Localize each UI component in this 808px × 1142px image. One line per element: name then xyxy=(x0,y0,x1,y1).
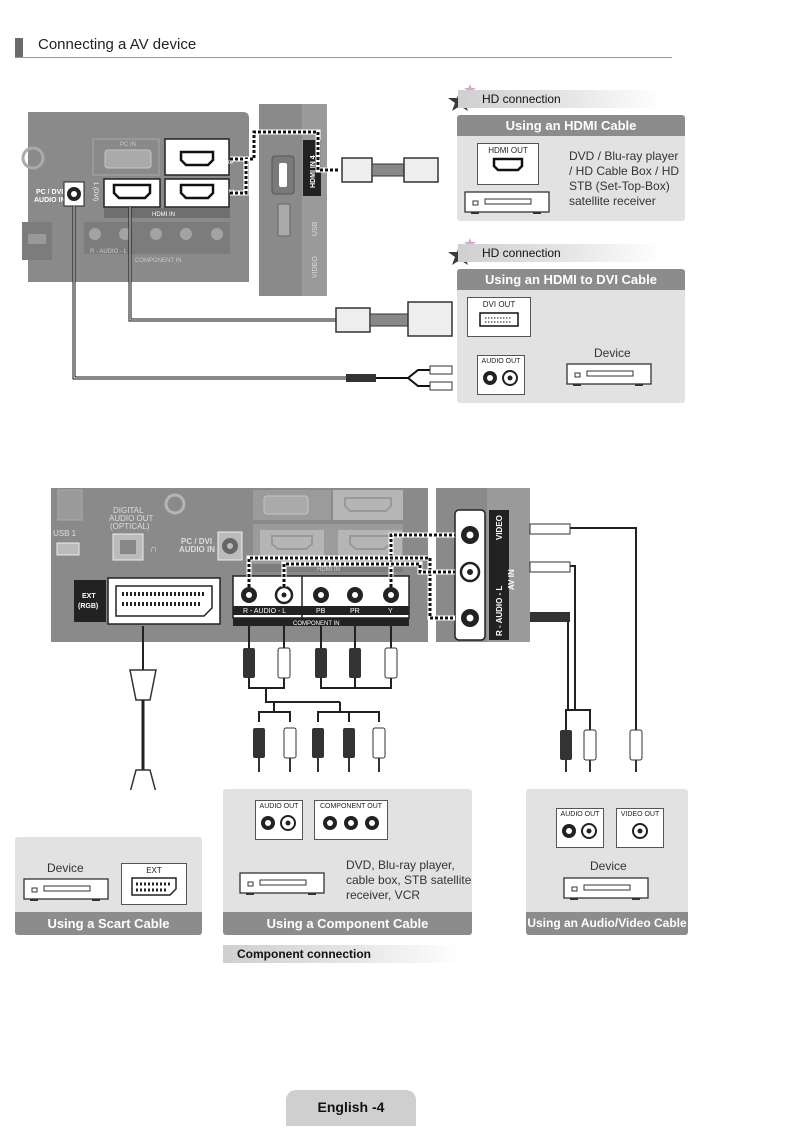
svg-text:PB: PB xyxy=(316,608,326,615)
page-title: Connecting a AV device xyxy=(38,36,197,53)
dvd-player-icon xyxy=(239,872,325,895)
svg-text:USB: USB xyxy=(312,221,319,236)
dvi-plug-icon xyxy=(407,301,453,337)
svg-text:PR: PR xyxy=(350,608,360,615)
hdmi-cable-box-title: Using an HDMI Cable xyxy=(457,115,685,136)
av-device-label: Device xyxy=(590,859,627,873)
svg-text:AUDIO IN: AUDIO IN xyxy=(34,197,66,204)
top-connection-diagram: PC IN HDMI IN 3 2 1 (DVI) PC / DVI AUDIO… xyxy=(21,104,453,391)
component-device-description: DVD, Blu-ray player, cable box, STB sate… xyxy=(346,858,472,902)
rca-jack-icon xyxy=(323,816,379,830)
svg-text:HDMI IN: HDMI IN xyxy=(152,212,175,218)
svg-text:1 (DVI): 1 (DVI) xyxy=(92,182,98,201)
av-cable-box-title: Using an Audio/Video Cable xyxy=(526,912,688,935)
svg-text:VIDEO: VIDEO xyxy=(312,256,319,278)
scart-port-icon xyxy=(131,877,177,896)
rca-jack-icon xyxy=(483,370,518,386)
svg-text:(RGB): (RGB) xyxy=(78,603,98,610)
hdmi-device-description: DVD / Blu-ray player / HD Cable Box / HD… xyxy=(569,149,680,208)
svg-text:USB 1: USB 1 xyxy=(53,529,77,538)
rca-jack-icon xyxy=(261,815,296,831)
av-audio-out-port: AUDIO OUT xyxy=(556,808,604,848)
svg-text:COMPONENT IN: COMPONENT IN xyxy=(293,621,340,627)
svg-text:(OPTICAL): (OPTICAL) xyxy=(110,522,150,531)
hd-connection-ribbon-2: HD connection xyxy=(458,244,662,262)
dvi-out-port: DVI OUT xyxy=(467,297,531,337)
rca-plug-icon xyxy=(429,365,453,375)
rca-jack-icon xyxy=(632,823,648,839)
svg-text:R - AUDIO - L: R - AUDIO - L xyxy=(495,586,504,636)
svg-text:∩: ∩ xyxy=(150,544,157,555)
rca-plug-icon xyxy=(243,647,398,679)
page-footer-language: English -4 xyxy=(286,1090,416,1126)
scart-plug-icon xyxy=(129,669,157,701)
svg-text:EXT: EXT xyxy=(82,593,96,600)
dvd-player-icon xyxy=(464,191,550,214)
ext-port: EXT xyxy=(121,863,187,905)
component-connection-ribbon: Component connection xyxy=(223,945,462,963)
hdmi-port-3 xyxy=(164,138,230,176)
hdmi-port-1-dvi xyxy=(103,178,161,208)
svg-text:PC / DVI: PC / DVI xyxy=(181,537,212,546)
svg-text:DIGITAL: DIGITAL xyxy=(113,506,144,515)
svg-text:Y: Y xyxy=(388,608,393,615)
svg-text:R - AUDIO - L: R - AUDIO - L xyxy=(243,608,286,615)
hd-connection-ribbon-1: HD connection xyxy=(458,90,662,108)
hdmi-out-port: HDMI OUT xyxy=(477,143,539,185)
component-cable-box-title: Using a Component Cable xyxy=(223,912,472,935)
svg-text:HDMI IN: HDMI IN xyxy=(317,567,340,573)
rca-jack-icon xyxy=(562,823,597,839)
hdmi-dvi-cable-box-title: Using an HDMI to DVI Cable xyxy=(457,269,685,290)
dvd-player-icon xyxy=(563,877,649,900)
svg-text:PC / DVI: PC / DVI xyxy=(36,189,63,196)
svg-text:AUDIO IN: AUDIO IN xyxy=(179,545,215,554)
svg-text:VIDEO: VIDEO xyxy=(495,515,504,540)
hdmi-in4-label: HDMI IN 4 xyxy=(310,155,317,188)
scart-device-label: Device xyxy=(47,861,84,875)
hdmi-plug-icon xyxy=(341,157,373,183)
bottom-connection-diagram: USB 1 DIGITAL AUDIO OUT (OPTICAL) ∩ PC /… xyxy=(51,488,643,790)
scart-port-icon xyxy=(107,577,221,625)
component-out-port: COMPONENT OUT xyxy=(314,800,388,840)
svg-text:AV IN: AV IN xyxy=(507,569,516,590)
svg-text:COMPONENT IN: COMPONENT IN xyxy=(135,258,182,264)
svg-text:AUDIO OUT: AUDIO OUT xyxy=(109,514,154,523)
svg-text:R - AUDIO - L: R - AUDIO - L xyxy=(90,249,128,255)
dvi-port-icon xyxy=(479,312,519,327)
dvd-player-icon xyxy=(566,363,652,386)
audio-out-port: AUDIO OUT xyxy=(477,355,525,395)
hdmi-port-2 xyxy=(164,178,230,208)
dvi-device-label: Device xyxy=(594,346,631,360)
av-video-out-port: VIDEO OUT xyxy=(616,808,664,848)
title-divider xyxy=(15,57,672,58)
pc-in-label: PC IN xyxy=(120,142,136,148)
title-accent-bar xyxy=(15,38,23,58)
scart-cable-box-title: Using a Scart Cable xyxy=(15,912,202,935)
dvd-player-icon xyxy=(23,878,109,901)
svg-text:3: 3 xyxy=(226,160,233,164)
component-audio-out-port: AUDIO OUT xyxy=(255,800,303,840)
